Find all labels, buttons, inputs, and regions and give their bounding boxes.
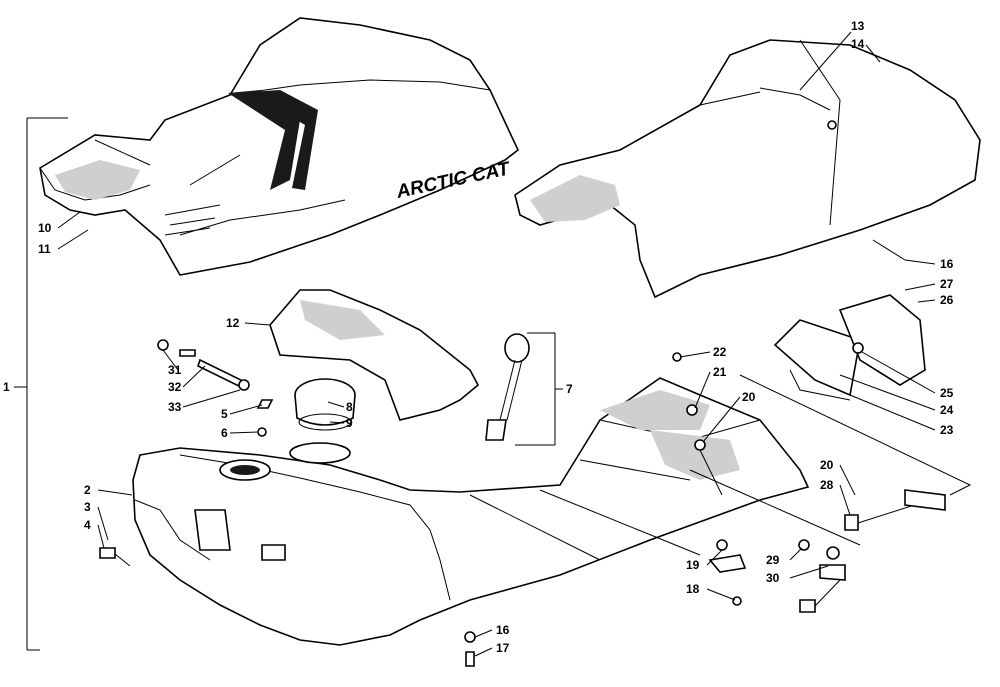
callout-18: 18 [686,582,700,596]
callout-17: 17 [496,641,510,655]
latch-hardware [464,294,972,667]
callout-12: 12 [226,316,240,330]
gas-cap [294,378,356,431]
callout-28: 28 [820,478,834,492]
callout-32: 32 [168,380,182,394]
callout-19: 19 [686,558,700,572]
callout-3: 3 [84,500,91,514]
assembly-bracket [14,117,68,651]
callout-13: 13 [851,19,865,33]
callout-22: 22 [713,345,727,359]
callout-1: 1 [3,380,10,394]
callout-16-base: 16 [496,623,510,637]
gas-tank-and-base [132,377,810,646]
callout-16-seat: 16 [940,257,954,271]
callout-6: 6 [221,426,228,440]
callout-5: 5 [221,407,228,421]
callout-27: 27 [940,277,954,291]
callout-2: 2 [84,483,91,497]
fuel-sender [485,332,563,446]
seat-right [514,39,981,299]
callout-14: 14 [851,37,865,51]
callout-29: 29 [766,553,780,567]
seat-left: ARCTIC CAT [39,17,519,276]
callout-10: 10 [38,221,52,235]
leader-lines [57,31,936,657]
callout-30: 30 [766,571,780,585]
callout-21: 21 [713,365,727,379]
callout-8: 8 [346,400,353,414]
callout-23: 23 [940,423,954,437]
callout-4: 4 [84,518,91,532]
callout-25: 25 [940,386,954,400]
callout-20-lower: 20 [820,458,834,472]
callout-24: 24 [940,403,954,417]
callout-9: 9 [346,416,353,430]
callout-31: 31 [168,363,182,377]
callout-33: 33 [168,400,182,414]
hose-hardware [99,339,274,567]
callout-26: 26 [940,293,954,307]
callout-7: 7 [566,382,573,396]
callout-20-upper: 20 [742,390,756,404]
callout-numbers: 1 2 3 4 5 6 7 8 9 10 11 12 13 14 16 16 1… [3,19,954,655]
callout-11: 11 [38,242,51,256]
